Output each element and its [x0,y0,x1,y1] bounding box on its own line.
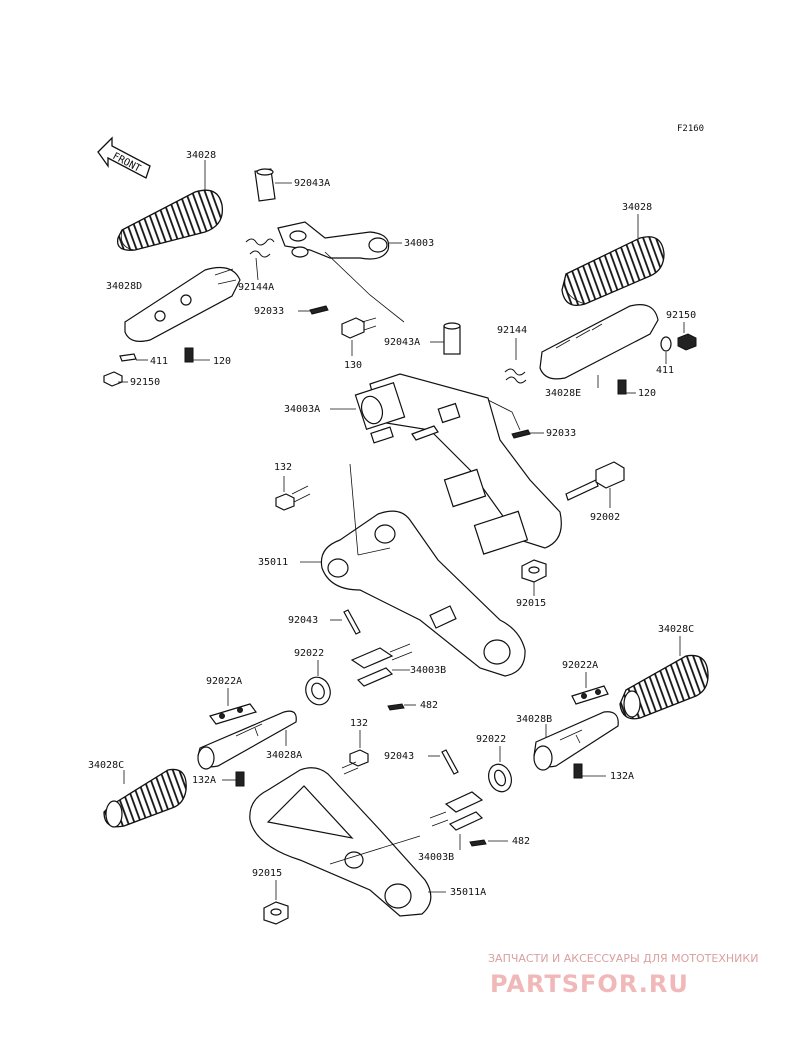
label-482-top: 482 [420,700,438,711]
label-92144A: 92144A [238,282,274,293]
pin-92043A-top [254,168,276,202]
nut-92015-low [263,901,289,925]
peg-bracket-34028E [539,304,659,380]
label-92043A-top: 92043A [294,178,330,189]
front-arrow-icon: FRONT [97,136,151,179]
pin-92043-low [441,749,459,775]
label-92043A-mid: 92043A [384,337,420,348]
label-120-left: 120 [213,356,231,367]
bolt-130 [341,317,377,339]
pin-92043-mid [343,609,361,635]
nut-92015-right [521,559,547,583]
bolt-132A-left [235,771,245,787]
spring-92144A [245,238,275,258]
label-34003B-low: 34003B [418,852,454,863]
clamp-92022A-left [209,703,257,725]
pin-411-left [119,353,137,362]
label-35011A: 35011A [450,887,486,898]
clevis-34003B-top [350,643,413,687]
label-34028C-right: 34028C [658,624,694,635]
label-34003A: 34003A [284,404,320,415]
bolt-120-right [617,379,627,395]
label-34028E: 34028E [545,388,581,399]
bolt-92150-left [103,371,123,387]
watermark-tagline: ЗАПЧАСТИ И АКСЕССУАРЫ ДЛЯ МОТОТЕХНИКИ [488,952,758,965]
footpeg-rubber-34028C-right [619,654,709,720]
label-92033-top: 92033 [254,306,284,317]
label-132-top: 132 [274,462,292,473]
cotter-482-top [387,703,405,711]
bracket-34003 [277,221,390,260]
figure-code: F2160 [677,124,704,134]
cotter-482-low [469,839,487,847]
footrest-arm-35011A [249,767,432,917]
peg-34028B [533,711,619,771]
label-92150-left: 92150 [130,377,160,388]
label-92150-right: 92150 [666,310,696,321]
label-92015-right: 92015 [516,598,546,609]
bolt-132-mid [341,749,369,775]
label-34028D: 34028D [106,281,142,292]
spring-92144 [504,368,527,384]
clevis-34003B-low [429,791,484,831]
label-411-right: 411 [656,365,674,376]
bolt-120-left [184,347,194,363]
footpeg-rubber-34028C-left [103,768,187,828]
label-120-right: 120 [638,388,656,399]
label-130: 130 [344,360,362,371]
label-92002: 92002 [590,512,620,523]
label-34028A: 34028A [266,750,302,761]
clip-92033-top [309,305,329,315]
label-92022A-left: 92022A [206,676,242,687]
label-92022A-right: 92022A [562,660,598,671]
mount-plate-34003A [354,373,562,555]
label-92022-left: 92022 [294,648,324,659]
label-34028-right: 34028 [622,202,652,213]
clip-92033-mid [511,429,531,439]
footpeg-rubber-34028-right [561,236,665,307]
watermark-logo: PARTSFOR.RU [490,970,689,998]
label-92043-mid: 92043 [288,615,318,626]
label-34028B: 34028B [516,714,552,725]
peg-34028A [197,710,297,770]
washer-92022-left [305,676,331,706]
label-482-low: 482 [512,836,530,847]
label-92033-mid: 92033 [546,428,576,439]
label-35011: 35011 [258,557,288,568]
washer-92022-right [488,763,512,793]
label-34003: 34003 [404,238,434,249]
label-92015-low: 92015 [252,868,282,879]
pin-92043A-mid [443,322,461,355]
label-92022-right: 92022 [476,734,506,745]
footpeg-rubber-34028-left [116,189,224,251]
label-34028-top: 34028 [186,150,216,161]
label-132A-left: 132A [192,775,216,786]
peg-bracket-34028D [124,267,241,342]
label-132A-right: 132A [610,771,634,782]
label-92043-low: 92043 [384,751,414,762]
bolt-132-top [275,485,311,511]
footrest-arm-35011 [320,510,526,677]
nut-92150-right [677,333,697,351]
label-34003B-top: 34003B [410,665,446,676]
label-411-left: 411 [150,356,168,367]
washer-411-right [660,336,672,352]
label-92144: 92144 [497,325,527,336]
clamp-92022A-right [571,685,609,705]
bolt-132A-right [573,763,583,779]
label-132-mid: 132 [350,718,368,729]
bolt-92002 [565,461,625,501]
label-34028C-left: 34028C [88,760,124,771]
